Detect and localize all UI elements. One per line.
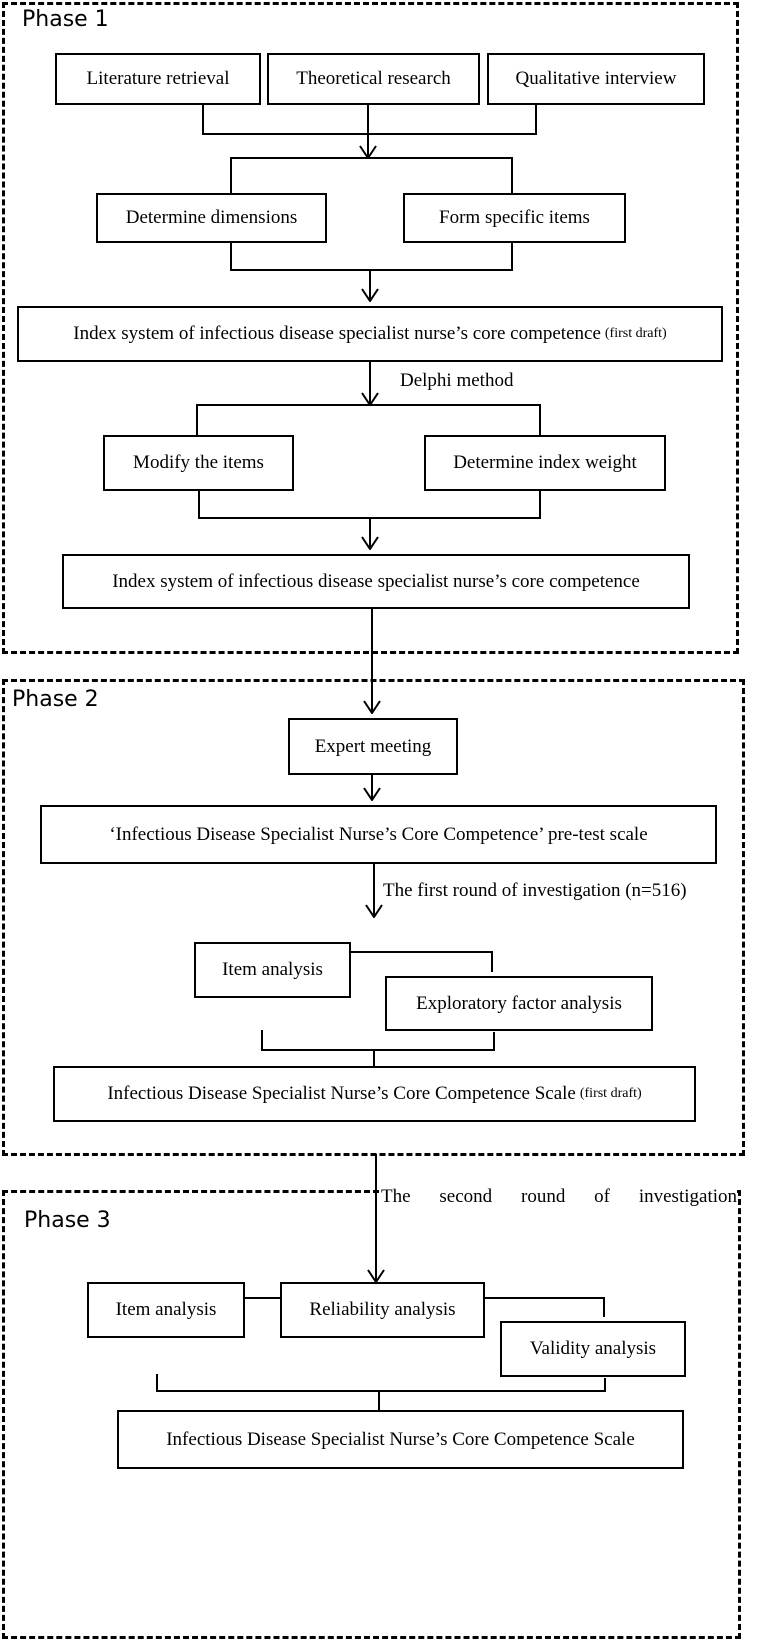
index-system-first-draft-box: Index system of infectious disease speci…: [17, 306, 723, 362]
phase-2-frame: [2, 679, 745, 1156]
connector-item-to-efa: [350, 951, 493, 972]
phase-1-label: Phase 1: [22, 7, 109, 32]
determine-dimensions-box: Determine dimensions: [96, 193, 327, 243]
second-round-word-3: round: [521, 1186, 566, 1207]
index-system-first-draft-tag: (first draft): [604, 326, 667, 341]
phase-3-frame: [2, 1190, 741, 1639]
second-round-word-5: investigation: [638, 1186, 737, 1207]
exploratory-factor-analysis-box: Exploratory factor analysis: [385, 976, 653, 1031]
second-round-word-1: The: [381, 1186, 411, 1207]
item-analysis-box-2: Item analysis: [87, 1282, 245, 1338]
first-round-label: The first round of investigation (n=516): [383, 880, 687, 901]
index-system-final-box: Index system of infectious disease speci…: [62, 554, 690, 609]
phase-1-frame: [2, 2, 739, 654]
reliability-analysis-box: Reliability analysis: [280, 1282, 485, 1338]
scale-first-draft-box: Infectious Disease Specialist Nurse’s Co…: [53, 1066, 696, 1122]
theoretical-research-box: Theoretical research: [267, 53, 480, 105]
expert-meeting-box: Expert meeting: [288, 718, 458, 775]
scale-first-draft-tag: (first draft): [579, 1086, 642, 1101]
literature-retrieval-box: Literature retrieval: [55, 53, 261, 105]
connector-merge-phase3: [156, 1374, 606, 1392]
validity-analysis-box: Validity analysis: [500, 1321, 686, 1377]
connector-merge-dimensions-items: [230, 240, 513, 271]
connector-merge-item-efa: [261, 1030, 495, 1051]
index-system-first-draft-text: Index system of infectious disease speci…: [73, 323, 601, 344]
second-round-label: The second round of investigation: [381, 1187, 737, 1206]
connector-split-dimensions-items: [230, 157, 513, 193]
phase-3-label: Phase 3: [24, 1208, 111, 1233]
qualitative-interview-box: Qualitative interview: [487, 53, 705, 105]
scale-first-draft-text: Infectious Disease Specialist Nurse’s Co…: [107, 1083, 576, 1104]
phase-2-label: Phase 2: [12, 687, 99, 712]
connector-merge-modify-weight: [198, 490, 541, 519]
determine-index-weight-box: Determine index weight: [424, 435, 666, 491]
item-analysis-box-1: Item analysis: [194, 942, 351, 998]
second-round-word-2: second: [439, 1186, 493, 1207]
pretest-scale-box: ‘Infectious Disease Specialist Nurse’s C…: [40, 805, 717, 864]
delphi-method-label: Delphi method: [400, 370, 514, 391]
connector-split-modify-weight: [196, 404, 541, 435]
connector-top-row-merge: [202, 103, 537, 135]
form-specific-items-box: Form specific items: [403, 193, 626, 243]
second-round-word-4: of: [594, 1186, 610, 1207]
modify-items-box: Modify the items: [103, 435, 294, 491]
final-scale-box: Infectious Disease Specialist Nurse’s Co…: [117, 1410, 684, 1469]
